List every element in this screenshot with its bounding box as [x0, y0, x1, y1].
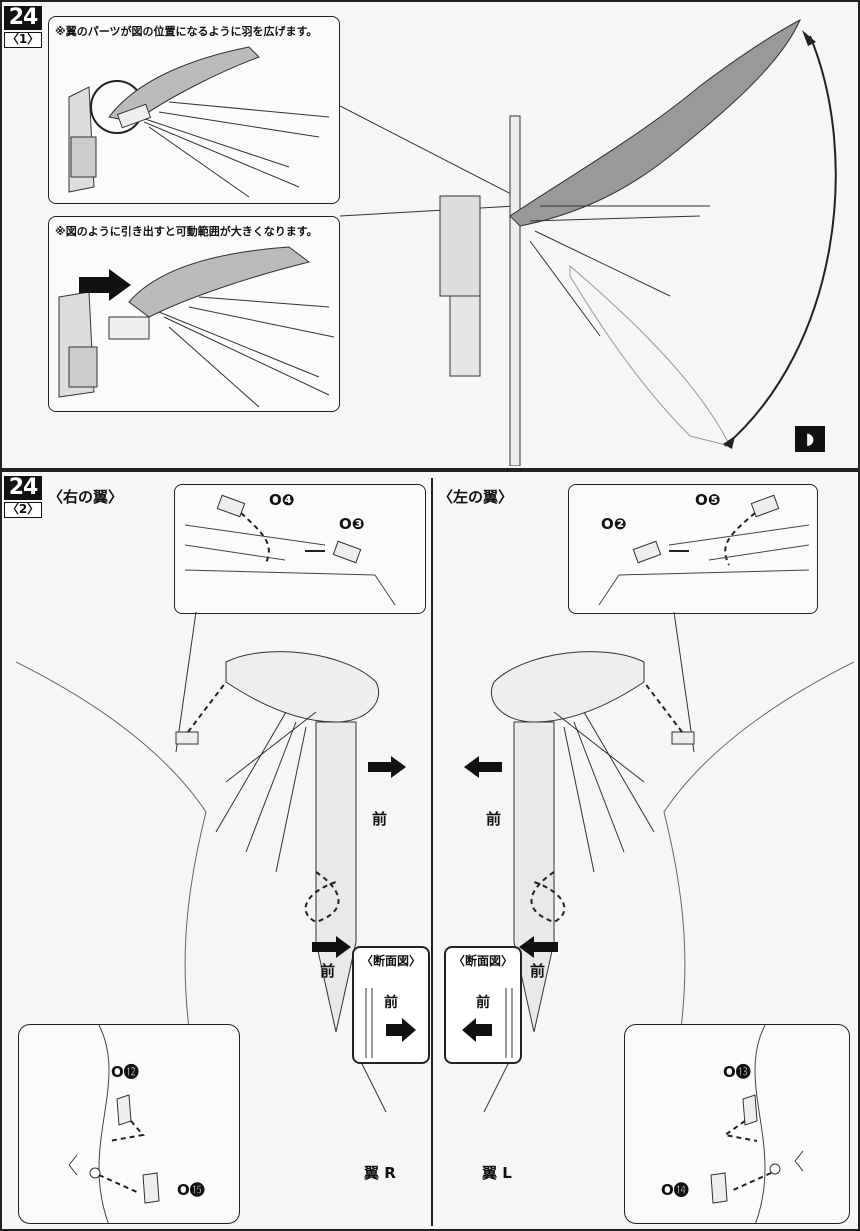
part-label: O⓬	[111, 1063, 139, 1081]
instruction-note: ※図のように引き出すと可動範囲が大きくなります。	[55, 225, 318, 238]
left-fin-parts-illustration	[710, 1025, 804, 1223]
wing-spread-illustration	[340, 18, 837, 466]
step-24-2-panel: 24 〈2〉 〈右の翼〉 O❹ O❸	[0, 470, 860, 1231]
left-wing-parts-inset: O❺ O❷	[568, 484, 818, 614]
instruction-note: ※翼のパーツが図の位置になるように羽を広げます。	[55, 25, 318, 38]
left-fin-parts-inset: O⓭ O⓮	[624, 1024, 850, 1224]
part-label: O❷	[601, 515, 627, 533]
left-wing-parts-illustration	[598, 494, 810, 606]
cross-section-front-label: 前	[476, 995, 490, 1011]
wing-label: 翼 L	[482, 1164, 512, 1182]
part-label: O⓮	[661, 1181, 689, 1199]
right-wing-parts-inset: O❹ O❸	[174, 484, 426, 614]
left-cross-section-illustration	[462, 988, 513, 1058]
substep-label: 〈2〉	[4, 502, 42, 518]
part-label: O❸	[339, 515, 365, 533]
part-label: O❹	[269, 491, 295, 509]
step-24-1-panel: 24 〈1〉 ※翼のパーツが図の位置になるように羽を広げます。 ※図のように引き…	[0, 0, 860, 470]
right-wing-illustration	[16, 612, 406, 1113]
right-fin-parts-inset: O⓬ O⓯	[18, 1024, 240, 1224]
extend-range-illustration	[58, 246, 335, 408]
center-divider	[431, 478, 433, 1226]
extend-range-inset: ※図のように引き出すと可動範囲が大きくなります。	[48, 216, 340, 412]
cross-section-front-label: 前	[384, 995, 398, 1011]
right-wing-heading: 〈右の翼〉	[48, 488, 124, 506]
front-label: 前	[486, 810, 502, 828]
wing-position-inset: ※翼のパーツが図の位置になるように羽を広げます。	[48, 16, 340, 204]
left-wing-illustration	[464, 612, 854, 1113]
left-cross-section-box: 〈断面図〉 前	[444, 946, 522, 1064]
wing-label: 翼 R	[364, 1164, 396, 1182]
wing-position-illustration	[68, 46, 330, 198]
front-label: 前	[530, 962, 546, 980]
step-number: 24	[4, 476, 42, 500]
left-wing-heading: 〈左の翼〉	[438, 488, 514, 506]
rotation-symbol-icon: ◗	[795, 426, 825, 452]
cross-section-title: 〈断面図〉	[360, 954, 421, 968]
cross-section-title: 〈断面図〉	[452, 954, 513, 968]
right-cross-section-box: 〈断面図〉 前	[352, 946, 430, 1064]
step-number: 24	[4, 6, 42, 30]
part-label: O❺	[695, 491, 721, 509]
part-label: O⓯	[177, 1181, 205, 1199]
right-wing-parts-illustration	[184, 494, 396, 606]
front-label: 前	[320, 962, 336, 980]
right-cross-section-illustration	[365, 988, 416, 1058]
part-label: O⓭	[723, 1063, 751, 1081]
right-fin-parts-illustration	[68, 1025, 160, 1223]
substep-label: 〈1〉	[4, 32, 42, 48]
front-label: 前	[372, 810, 388, 828]
